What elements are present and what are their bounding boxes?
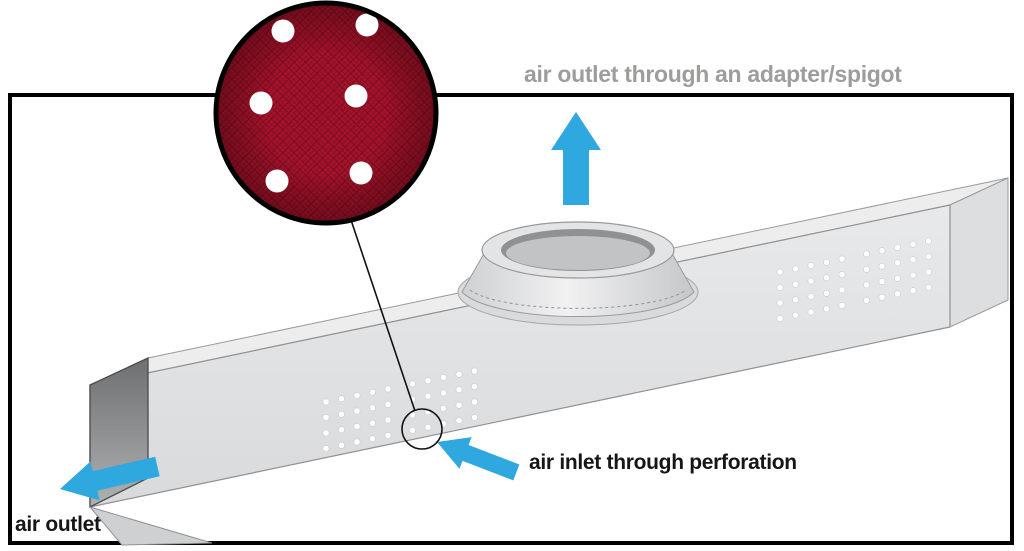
magnifier-inset [213,0,439,226]
spigot-outlet-label: air outlet through an adapter/spigot [524,61,902,87]
magnifier-border [213,0,439,226]
magnifier-holes [249,13,379,193]
perforation-grid-right [776,237,932,322]
air-inlet-label: air inlet through perforation [529,451,797,474]
air-outlet-label: air outlet [15,513,101,536]
air-inlet-arrow-icon [437,437,520,481]
air-outlet-arrow-icon [60,456,160,501]
spigot-seam [469,289,687,309]
perforation-highlight-circle [401,408,443,450]
spigot-outlet-arrow-icon [551,112,601,205]
duct-bottom-lip [88,506,213,546]
arrows [60,112,601,501]
magnifier-pointer-line [350,219,416,412]
magnifier-vignette [216,3,436,223]
spigot-opening-inner [506,236,650,270]
adapter-spigot [457,221,699,326]
